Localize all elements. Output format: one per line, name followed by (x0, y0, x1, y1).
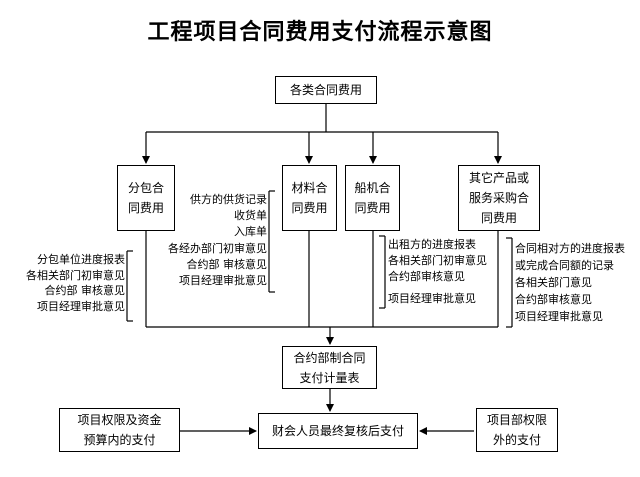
note-item: 各相关部门意见 (515, 276, 592, 289)
note-item: 各经办部门初审意见 (168, 241, 267, 255)
node-contract-dept-payment-form: 合约部制合同 支付计量表 (282, 346, 377, 389)
node-subcontract-fees: 分包合 同费用 (117, 165, 175, 231)
notes-other: 合同相对方的进度报表 或完成合同额的记录 各相关部门意见 合约部审核意见 项目经… (515, 240, 639, 325)
node-within-budget-payment: 项目权限及资金 预算内的支付 (59, 408, 180, 452)
note-item: 或完成合同额的记录 (515, 259, 614, 272)
note-item: 入库单 (234, 225, 267, 239)
note-item: 合约部 审核意见 (186, 257, 268, 271)
note-item: 合约部审核意见 (515, 293, 592, 306)
note-item: 项目经理审批意见 (388, 292, 476, 305)
note-item: 合约部审核意见 (388, 270, 465, 283)
node-all-contract-fees: 各类合同费用 (275, 76, 377, 104)
note-item: 项目经理审批意见 (515, 310, 603, 323)
node-finance-final-payment: 财会人员最终复核后支付 (258, 413, 418, 449)
note-item: 收货单 (234, 209, 267, 223)
diagram-title: 工程项目合同费用支付流程示意图 (147, 20, 493, 45)
node-ship-machinery-fees: 船机合 同费用 (345, 165, 400, 231)
note-item: 合约部 审核意见 (44, 284, 126, 297)
note-item: 分包单位进度报表 (37, 253, 125, 266)
note-item: 出租方的进度报表 (388, 238, 476, 251)
note-item: 合同相对方的进度报表 (515, 242, 625, 255)
note-item: 供方的供货记录 (190, 193, 267, 206)
note-item: 项目经理审批意见 (37, 299, 125, 313)
note-item: 项目经理审批意见 (179, 273, 267, 287)
node-other-procurement-fees: 其它产品或 服务采购合 同费用 (458, 165, 540, 231)
notes-material: 供方的供货记录 收货单 入库单 各经办部门初审意见 合约部 审核意见 项目经理审… (140, 192, 267, 289)
notes-subcontract: 分包单位进度报表 各相关部门初审意见 合约部 审核意见 项目经理审批意见 (6, 252, 125, 314)
node-material-fees: 材料合 同费用 (282, 165, 337, 231)
node-outside-authority-payment: 项目部权限 外的支付 (476, 408, 558, 452)
notes-ship: 出租方的进度报表 各相关部门初审意见 合约部审核意见 项目经理审批意见 (388, 237, 508, 307)
note-item: 各相关部门初审意见 (26, 268, 125, 282)
note-item: 各相关部门初审意见 (388, 254, 487, 267)
